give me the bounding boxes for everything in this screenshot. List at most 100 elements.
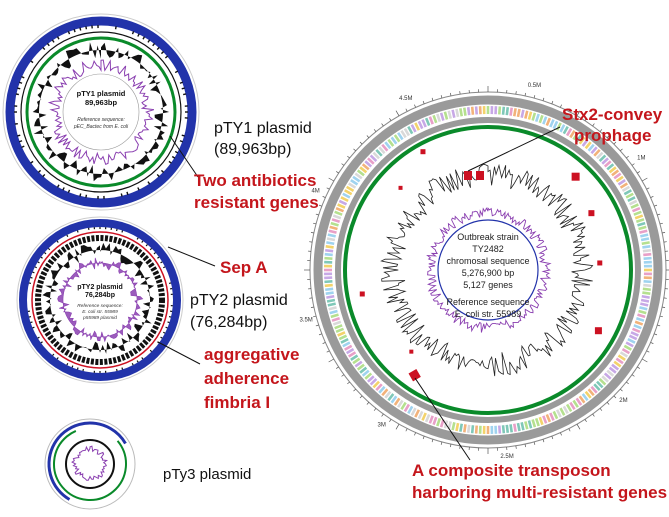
gene-tick <box>63 187 64 190</box>
gene-segment <box>437 114 439 122</box>
scale-tick <box>382 414 384 416</box>
scale-tick <box>347 382 349 384</box>
gene-tick <box>22 146 25 147</box>
gene-tick <box>165 56 167 58</box>
gene-segment <box>423 413 426 420</box>
scale-tick <box>534 95 535 98</box>
gene-segment <box>326 242 334 243</box>
gene-segment <box>511 424 512 432</box>
gene-segment <box>626 342 633 346</box>
scale-tick <box>637 171 640 173</box>
p2-ref-value-2: p55989 plasmid <box>82 315 117 321</box>
gene-tick <box>19 82 22 83</box>
gene-tick <box>143 37 145 40</box>
gene-segment <box>434 417 437 425</box>
gene-segment <box>332 219 340 221</box>
gene-segment <box>639 307 647 309</box>
gene-segment <box>560 125 564 132</box>
p1-annotation-line-1: Two antibiotics <box>194 172 316 191</box>
gene-tick <box>161 262 163 263</box>
gene-segment <box>644 258 652 259</box>
gene-tick <box>182 88 185 89</box>
scale-tick <box>336 171 339 173</box>
genomic-island-block <box>595 327 602 334</box>
gene-segment <box>643 254 651 255</box>
chrom-transposon-label-line-1: A composite transposon <box>412 462 611 481</box>
gene-tick <box>168 322 170 323</box>
scale-tick <box>360 142 362 144</box>
scale-tick <box>316 214 319 215</box>
scale-label: 0.5M <box>528 83 541 89</box>
p3-plasmid-label: pTy3 plasmid <box>163 467 251 484</box>
gene-segment <box>341 197 348 201</box>
chrom-transposon-label-line-2: harboring multi-resistant genes <box>412 484 667 503</box>
gene-tick <box>58 185 60 188</box>
p2-annotation-line-2: adherence <box>204 370 289 389</box>
gene-segment <box>628 339 635 343</box>
gene-tick <box>161 52 163 54</box>
gene-segment <box>631 332 638 335</box>
gene-segment <box>550 120 553 127</box>
gene-tick <box>183 94 186 95</box>
scale-tick <box>560 433 561 436</box>
gene-segment <box>415 410 419 417</box>
gene-tick <box>33 272 35 273</box>
chrom-center-line-5: 5,127 genes <box>463 280 513 290</box>
scale-tick <box>654 205 657 206</box>
gene-segment <box>327 300 335 302</box>
gene-tick <box>163 332 165 333</box>
gene-segment <box>641 238 649 240</box>
gene-segment <box>640 304 648 306</box>
ptY1-plasmid-map: pTY1 plasmid 89,963bp Reference sequence… <box>3 14 199 210</box>
gene-segment <box>522 422 524 430</box>
chrom-stx2-label-line-2: prophage <box>574 127 651 146</box>
gene-tick <box>157 47 159 49</box>
gene-tick <box>67 363 68 365</box>
gene-segment <box>540 417 543 425</box>
gene-tick <box>58 37 60 40</box>
gene-segment <box>437 418 439 426</box>
gene-segment <box>567 129 571 136</box>
p1-plasmid-label: pTY1 plasmid <box>214 120 312 138</box>
gene-segment <box>557 410 561 417</box>
scale-tick <box>414 105 415 108</box>
chrom-center-line-6: Reference sequence <box>446 297 529 307</box>
scale-tick <box>632 164 634 166</box>
scale-tick <box>406 429 407 432</box>
gene-tick <box>53 354 54 356</box>
p1-ref-label: Reference sequence: <box>77 117 125 123</box>
p2-ref-label: Reference sequence: <box>77 303 123 309</box>
scale-tick <box>577 424 580 429</box>
gene-segment <box>636 219 644 221</box>
gene-tick <box>122 368 123 370</box>
gene-segment <box>639 231 647 233</box>
gene-tick <box>180 141 183 142</box>
ptY2-plasmid-map: pTY2 plasmid 76,284bp Reference sequence… <box>17 217 215 383</box>
gene-tick <box>172 157 175 159</box>
p3-gc-skew-track <box>72 446 107 480</box>
gene-segment <box>518 423 520 431</box>
scale-tick <box>374 129 376 131</box>
gene-segment <box>499 106 500 114</box>
gene-segment <box>345 346 352 350</box>
gene-segment <box>642 293 650 294</box>
scale-tick <box>614 396 616 398</box>
scale-label: 3.5M <box>299 317 312 323</box>
gene-segment <box>543 117 546 124</box>
gene-segment <box>349 352 356 356</box>
scale-tick <box>389 419 391 422</box>
scale-tick <box>423 436 424 439</box>
p2-sep-pointer-line <box>168 247 215 266</box>
scale-tick <box>432 439 433 442</box>
scale-tick <box>313 316 316 317</box>
scale-tick <box>414 433 415 436</box>
ptY3-plasmid-map <box>34 408 146 512</box>
gene-segment <box>525 111 527 119</box>
scale-tick <box>311 232 314 233</box>
scale-tick <box>642 359 647 362</box>
gene-segment <box>464 424 465 432</box>
gene-segment <box>328 235 336 237</box>
gene-segment <box>622 349 629 353</box>
